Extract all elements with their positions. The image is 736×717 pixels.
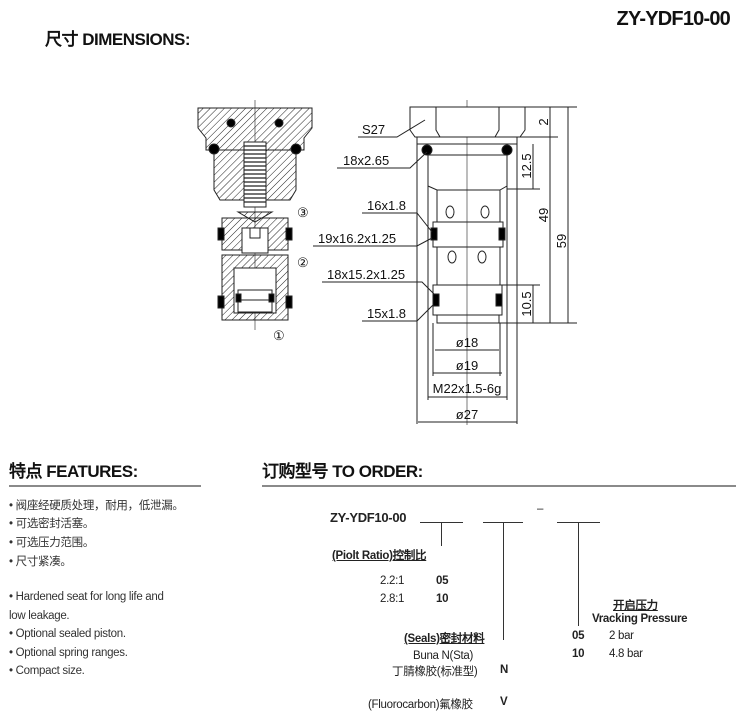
label-oring-15x1.8: 15x1.8: [367, 306, 406, 321]
dimension-drawing: ③ ② ①: [197, 100, 577, 425]
feature-cn-4: • 尺寸紧凑。: [9, 556, 72, 568]
port-3-label: ③: [297, 205, 309, 220]
pressure-option-label: 2 bar: [609, 630, 634, 642]
pilot-option-code: 05: [436, 575, 449, 587]
seal-buna-en: Buna N(Sta): [413, 650, 473, 662]
order-divider: [262, 485, 736, 487]
dim-dia18: ø18: [456, 335, 478, 350]
seal-buna-code: N: [500, 664, 509, 676]
external-view: [313, 100, 577, 425]
dim-2: 2: [536, 118, 551, 125]
feature-cn-1: • 阀座经硬质处理，耐用，低泄漏。: [9, 500, 184, 512]
seal-fluorocarbon-code: V: [500, 696, 508, 708]
cross-section-view: [197, 100, 313, 330]
label-s27: S27: [362, 122, 385, 137]
pressure-option-code: 10: [572, 648, 585, 660]
dim-thread: M22x1.5-6g: [433, 381, 502, 396]
cracking-pressure-title-cn: 开启压力: [613, 600, 658, 612]
feature-en-1: • Hardened seat for long life and: [9, 591, 164, 603]
dim-10.5: 10.5: [519, 291, 534, 316]
label-oring-16x1.8: 16x1.8: [367, 198, 406, 213]
dimensions-heading: 尺寸 DIMENSIONS:: [45, 30, 191, 49]
label-backup-19x16.2x1.25: 19x16.2x1.25: [318, 231, 396, 246]
pressure-connector: [578, 522, 579, 626]
features-heading: 特点 FEATURES:: [9, 462, 138, 481]
label-oring-18x2.65: 18x2.65: [343, 153, 389, 168]
label-backup-18x15.2x1.25: 18x15.2x1.25: [327, 267, 405, 282]
feature-cn-3: • 可选压力范围。: [9, 537, 95, 549]
seals-title: (Seals)密封材料: [404, 633, 485, 645]
order-heading: 订购型号 TO ORDER:: [262, 462, 423, 481]
feature-en-1b: low leakage.: [9, 610, 70, 622]
feature-en-2: • Optional sealed piston.: [9, 628, 126, 640]
features-divider: [9, 485, 201, 487]
feature-cn-2: • 可选密封活塞。: [9, 518, 95, 530]
seal-fluorocarbon: (Fluorocarbon)氟橡胶: [368, 699, 473, 711]
feature-en-4: • Compact size.: [9, 665, 85, 677]
port-1-label: ①: [273, 328, 285, 343]
order-dash: –: [537, 503, 544, 515]
dim-dia19: ø19: [456, 358, 478, 373]
cracking-pressure-title-en: Vracking Pressure: [592, 613, 688, 625]
seal-buna-cn: 丁腈橡胶(标准型): [392, 666, 478, 678]
pilot-option-label: 2.2:1: [380, 575, 405, 587]
order-code: ZY-YDF10-00: [330, 510, 407, 525]
pressure-option-code: 05: [572, 630, 585, 642]
port-2-label: ②: [297, 255, 309, 270]
dim-12.5: 12.5: [519, 153, 534, 178]
feature-en-3: • Optional spring ranges.: [9, 647, 128, 659]
pilot-option-label: 2.8:1: [380, 593, 405, 605]
pressure-option-label: 4.8 bar: [609, 648, 643, 660]
model-title: ZY-YDF10-00: [616, 8, 731, 30]
dim-49: 49: [536, 208, 551, 222]
pilot-ratio-title: (Piolt Ratio)控制比: [332, 550, 427, 562]
dim-dia27: ø27: [456, 407, 478, 422]
seal-connector: [503, 522, 504, 640]
pilot-option-code: 10: [436, 593, 449, 605]
pilot-connector: [441, 522, 442, 546]
dim-59: 59: [554, 234, 569, 248]
